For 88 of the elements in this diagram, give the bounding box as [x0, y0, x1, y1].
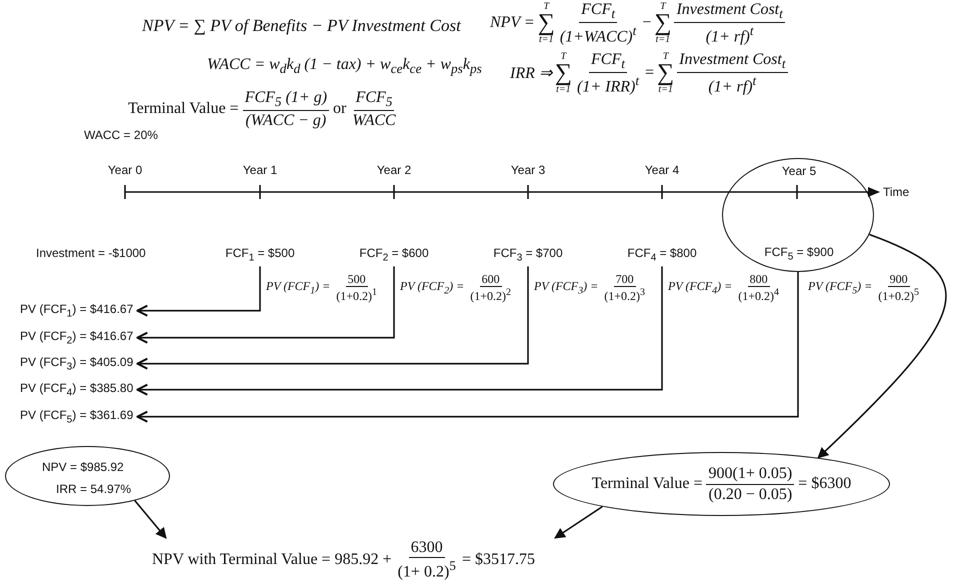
fraction-denominator: (0.20 − 0.05) [707, 484, 794, 504]
cash-flow-label: PV (FCF$_{1}$) = $416.67 [20, 302, 134, 320]
axis-label: Time [883, 185, 910, 199]
sum-upper-limit: T [662, 52, 668, 62]
formula-text: NPV = [490, 14, 535, 32]
fraction-numerator: FCF$_{5}$ [354, 88, 394, 112]
fraction-denominator: (1+0.2)$^{2}$ [469, 287, 512, 304]
sum-lower-limit: t=1 [556, 84, 571, 95]
fraction-denominator: WACC [351, 111, 397, 130]
ellipse-callout [553, 452, 890, 516]
axis-label: Year 4 [644, 163, 680, 177]
cash-flow-label: PV (FCF$_{3}$) = $405.09 [20, 355, 134, 372]
arrow [817, 234, 946, 459]
fraction-numerator: FCF$_{t}$ [589, 50, 627, 74]
cash-flow-label: FCF$_{1}$ = $500 [225, 246, 295, 264]
axis-label: Year 3 [510, 163, 546, 177]
axis-label: Investment = -$1000 [36, 246, 146, 260]
formula-text: Terminal Value = [128, 100, 239, 118]
formula-text: PV (FCF$_{2}$) = [400, 279, 464, 297]
fraction-numerator: FCF$_{t}$ [579, 0, 618, 24]
fraction-numerator: 900(1+ 0.05) [706, 464, 794, 484]
fraction-denominator: (1+0.2)$^{4}$ [737, 287, 780, 304]
sum-lower-limit: t=1 [658, 84, 673, 95]
fraction-numerator: 700 [614, 272, 636, 288]
cash-flow-label: FCF$_{2}$ = $600 [359, 246, 429, 264]
sum-upper-limit: T [544, 2, 550, 12]
fraction-denominator: (1+ rf)$^{t}$ [707, 73, 758, 97]
fraction-denominator: (1+WACC)$^{t}$ [558, 23, 638, 47]
fraction-denominator: (1+0.2)$^{5}$ [877, 287, 920, 304]
formula-text: NPV with Terminal Value = [152, 550, 331, 569]
cash-flow-label: FCF$_{3}$ = $700 [493, 246, 563, 264]
summation-sign: ∑ [538, 12, 555, 35]
sum-upper-limit: T [560, 52, 566, 62]
ellipse-callout [5, 446, 170, 506]
formula-text: PV (FCF$_{5}$) = [808, 279, 872, 297]
fraction-numerator: FCF$_{5}$ (1+ g) [242, 88, 330, 112]
formula-text: − [642, 14, 652, 32]
summation-sign: ∑ [654, 12, 672, 35]
sum-upper-limit: T [660, 2, 666, 12]
cash-flow-label: FCF$_{4}$ = $800 [627, 246, 697, 264]
summation-sign: ∑ [554, 62, 572, 85]
formula-text: = $6300 [798, 475, 852, 493]
formula-text: IRR ⇒ [510, 64, 552, 84]
fraction-denominator: (1+ 0.2)$^{5}$ [396, 558, 457, 582]
fraction-numerator: 600 [480, 272, 502, 288]
cash-flow-label: PV (FCF$_{5}$) = $361.69 [20, 408, 134, 426]
axis-label: Year 1 [242, 163, 278, 177]
fraction-denominator: (1+ rf)$^{t}$ [704, 23, 755, 47]
fraction-denominator: (1+0.2)$^{1}$ [335, 287, 378, 304]
callout-text: IRR = 54.97% [56, 482, 132, 496]
callout-text: Year 5 [782, 164, 816, 178]
callout-text: NPV = $985.92 [42, 460, 124, 474]
sum-lower-limit: t=1 [656, 34, 670, 45]
formula-text: NPV = ∑ PV of Benefits − PV Investment Cost [142, 16, 461, 36]
fraction-denominator: (WACC − g) [244, 111, 328, 130]
formula-text: PV (FCF$_{4}$) = [668, 279, 732, 297]
fraction-numerator: Investment Cost$_{t}$ [677, 50, 788, 74]
cash-flow-label: PV (FCF$_{2}$) = $416.67 [20, 329, 134, 346]
formula-text: PV (FCF$_{1}$) = [266, 279, 330, 297]
axis-label: WACC = 20% [84, 128, 158, 142]
fraction-numerator: 800 [748, 272, 770, 288]
arrow [136, 272, 799, 423]
axis-label: Year 2 [376, 163, 412, 177]
fraction-denominator: (1+ IRR)$^{t}$ [576, 73, 640, 97]
formula-text: Terminal Value = [592, 475, 702, 493]
fraction-denominator: (1+0.2)$^{3}$ [603, 287, 646, 304]
formula-text: = $3517.75 [462, 550, 535, 569]
summation-sign: ∑ [657, 62, 674, 85]
fraction-numerator: 500 [346, 272, 368, 288]
ellipse-callout [722, 158, 874, 272]
cash-flow-label: PV (FCF$_{4}$) = $385.80 [20, 381, 134, 398]
arrow [136, 266, 261, 317]
sum-lower-limit: t=1 [539, 34, 554, 45]
fraction-numerator: 6300 [408, 538, 445, 558]
arrow [136, 266, 395, 344]
fraction-numerator: Investment Cost$_{t}$ [674, 0, 785, 24]
formula-text: PV (FCF$_{3}$) = [534, 279, 598, 297]
formula-text: = [645, 64, 654, 82]
formula-text: or [333, 100, 346, 118]
fraction-numerator: 900 [888, 272, 910, 288]
arrow [136, 266, 663, 396]
formula-text: 985.92 + [334, 550, 392, 569]
arrow [136, 266, 529, 370]
callout-text: FCF$_{5}$ = $900 [764, 245, 834, 262]
arrow [134, 500, 167, 539]
axis-label: Year 0 [108, 163, 142, 177]
arrow [554, 506, 603, 539]
formula-text: WACC = w$_{d}$k$_{d}$ (1 − tax) + w$_{ce}$k$_{ce}$ + w$_{ps}$k$_{ps}$ [207, 56, 482, 78]
